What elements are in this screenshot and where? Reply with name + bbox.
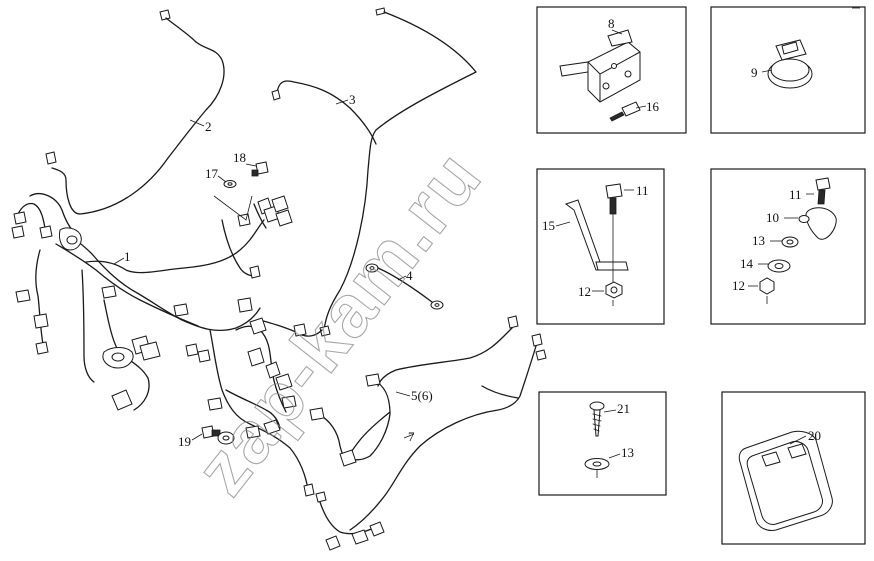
detail-box-bracket-8: 8 16 xyxy=(536,6,687,134)
harness-3: 3 xyxy=(271,7,477,337)
callout-5-6: 5(6) xyxy=(411,388,433,403)
detail-box-fastener-stack: 11 10 13 14 12 xyxy=(710,168,866,325)
harness-2: 2 xyxy=(45,9,225,215)
fastener-19: 19 xyxy=(178,425,235,449)
callout-18: 18 xyxy=(233,150,246,165)
callout-17: 17 xyxy=(205,166,219,181)
main-harness-1: 1 xyxy=(11,193,323,497)
harness-7: 7 xyxy=(315,333,547,551)
callout-14: 14 xyxy=(740,256,754,271)
callout-2: 2 xyxy=(205,119,212,134)
callout-11-b: 11 xyxy=(789,187,802,202)
svg-text:zap-kam.ru: zap-kam.ru xyxy=(179,135,497,510)
callout-20: 20 xyxy=(808,428,821,443)
callout-15: 15 xyxy=(542,218,555,233)
callout-1: 1 xyxy=(124,249,131,264)
callout-13-a: 13 xyxy=(621,445,634,460)
harness-5-6: 5(6) xyxy=(309,315,519,467)
callout-3: 3 xyxy=(349,92,356,107)
harness-4: 4 xyxy=(365,263,444,310)
callout-13-b: 13 xyxy=(752,233,765,248)
callout-21: 21 xyxy=(617,401,630,416)
callout-7: 7 xyxy=(408,429,415,444)
detail-box-clamp-9: 9 xyxy=(710,6,866,134)
watermark: zap-kam.ru xyxy=(179,135,498,511)
callout-16: 16 xyxy=(646,99,660,114)
callout-4: 4 xyxy=(406,268,413,283)
callout-9: 9 xyxy=(751,65,758,80)
callout-12-b: 12 xyxy=(732,278,745,293)
callout-12-a: 12 xyxy=(578,284,591,299)
callout-11-a: 11 xyxy=(636,183,649,198)
detail-box-screw-21: 21 13 xyxy=(538,391,667,496)
detail-box-grommet-20: 20 xyxy=(721,391,866,545)
callout-19: 19 xyxy=(178,434,191,449)
fastener-17-18: 17 18 xyxy=(205,150,269,221)
detail-box-bracket-15: 11 15 12 xyxy=(536,168,665,325)
callout-8: 8 xyxy=(608,16,615,31)
callout-10: 10 xyxy=(766,210,779,225)
